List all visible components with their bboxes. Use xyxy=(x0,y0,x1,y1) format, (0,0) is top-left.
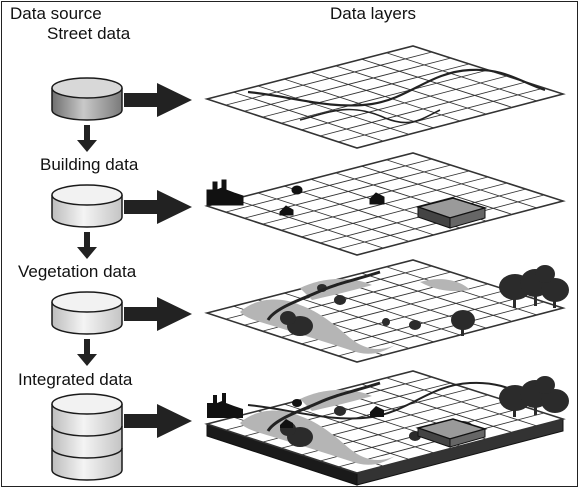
right-arrow-icon xyxy=(124,190,192,224)
small-building xyxy=(369,192,385,205)
tree-cluster xyxy=(499,265,569,308)
database-icon-vegetation xyxy=(51,291,123,335)
small-building xyxy=(291,185,303,195)
building-layer xyxy=(204,152,566,256)
right-arrow-icon xyxy=(124,297,192,331)
large-flat-building xyxy=(415,197,488,229)
small-building xyxy=(279,205,294,216)
database-icon-building xyxy=(51,184,123,228)
vegetation-layer xyxy=(204,259,569,363)
down-arrows xyxy=(77,125,97,366)
street-layer xyxy=(204,45,566,149)
buildings xyxy=(206,179,385,216)
source-label-integrated: Integrated data xyxy=(18,370,133,389)
street-line xyxy=(247,68,546,107)
database-icon-integrated xyxy=(51,393,123,481)
down-arrow-icon xyxy=(77,232,97,259)
database-icon-street xyxy=(51,77,123,121)
right-arrows xyxy=(124,83,192,438)
right-arrow-icon xyxy=(124,404,192,438)
vegetation-patches xyxy=(240,270,475,354)
integrated-layer xyxy=(204,370,569,486)
factory-building xyxy=(206,179,244,206)
source-label-building: Building data xyxy=(40,155,139,174)
down-arrow-icon xyxy=(77,125,97,152)
street-line xyxy=(299,108,441,124)
source-label-street: Street data xyxy=(47,24,131,43)
down-arrow-icon xyxy=(77,339,97,366)
data-layers-header: Data layers xyxy=(330,4,416,23)
data-source-header: Data source xyxy=(10,4,102,23)
right-arrow-icon xyxy=(124,83,192,117)
source-label-vegetation: Vegetation data xyxy=(18,262,137,281)
